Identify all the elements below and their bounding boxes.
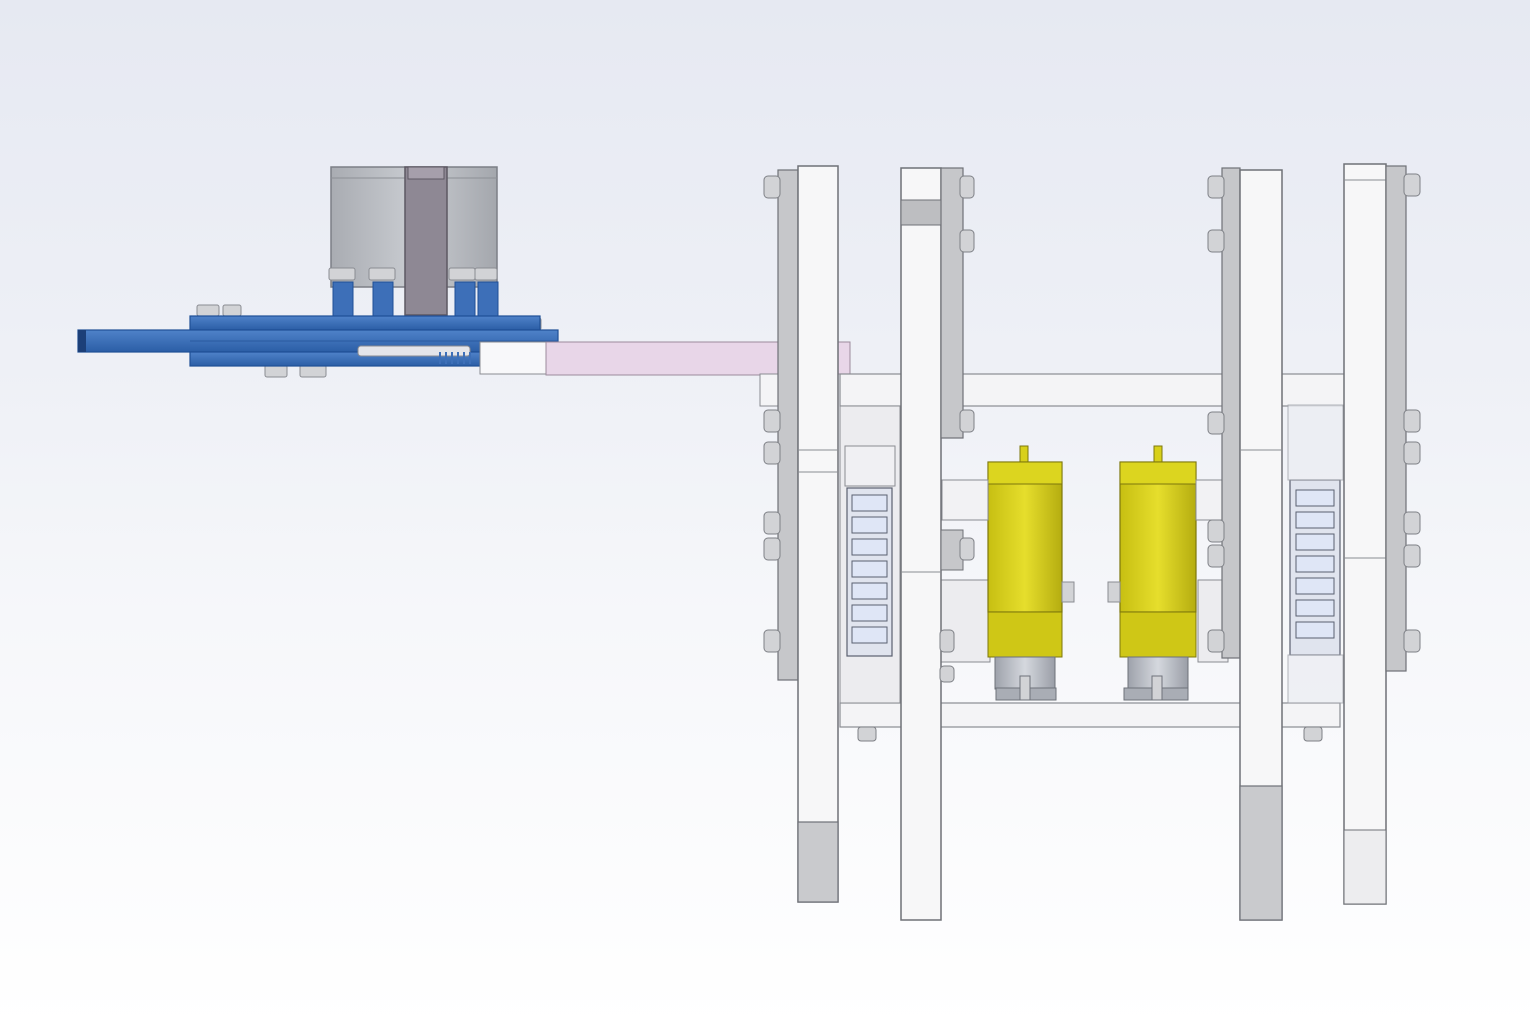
part-face bbox=[1287, 404, 1344, 481]
part-face bbox=[1207, 411, 1225, 435]
part-face bbox=[1207, 175, 1225, 199]
part-face bbox=[851, 494, 888, 512]
servo-arm-assembly[interactable] bbox=[77, 166, 851, 378]
part-face bbox=[1403, 629, 1421, 653]
part-face bbox=[851, 538, 888, 556]
part-face bbox=[1019, 445, 1029, 465]
part-face bbox=[1343, 829, 1387, 905]
part-face bbox=[78, 330, 86, 352]
servo-horn bbox=[357, 345, 471, 357]
part-face bbox=[940, 167, 964, 439]
part-face bbox=[1403, 409, 1421, 433]
frame-bolts bbox=[763, 173, 1421, 742]
part-face bbox=[368, 267, 396, 281]
part-face bbox=[1207, 629, 1225, 653]
link-bar bbox=[545, 341, 787, 376]
part-face bbox=[763, 537, 781, 561]
part-face bbox=[987, 611, 1063, 658]
part-face bbox=[763, 175, 781, 199]
part-face bbox=[1207, 519, 1225, 543]
part-face bbox=[763, 409, 781, 433]
part-face bbox=[1295, 621, 1335, 639]
arm-plate-top bbox=[189, 315, 541, 331]
part-face bbox=[959, 537, 975, 561]
part-face bbox=[196, 304, 220, 317]
part-face bbox=[1295, 599, 1335, 617]
part-face bbox=[763, 441, 781, 465]
part-face bbox=[1385, 165, 1407, 672]
left-motor bbox=[987, 445, 1075, 701]
leg-3 bbox=[1221, 167, 1283, 921]
part-face bbox=[763, 629, 781, 653]
part-face bbox=[1153, 445, 1163, 465]
part-face bbox=[299, 364, 327, 378]
part-face bbox=[1295, 577, 1335, 595]
part-face bbox=[1119, 461, 1197, 613]
part-face bbox=[1207, 229, 1225, 253]
part-face bbox=[987, 461, 1063, 485]
part-face bbox=[1343, 163, 1387, 905]
right-gear bbox=[1287, 404, 1344, 704]
part-face bbox=[941, 479, 989, 521]
part-face bbox=[1403, 511, 1421, 535]
part-face bbox=[844, 445, 896, 487]
part-face bbox=[959, 175, 975, 199]
part-face bbox=[851, 560, 888, 578]
part-face bbox=[837, 341, 851, 375]
part-face bbox=[1303, 726, 1323, 742]
part-face bbox=[1061, 581, 1075, 603]
part-face bbox=[1107, 581, 1121, 603]
servo-shaft bbox=[404, 166, 448, 316]
link-joint-block bbox=[479, 341, 547, 375]
part-face bbox=[328, 267, 356, 281]
part-face bbox=[1239, 785, 1283, 921]
part-face bbox=[851, 604, 888, 622]
part-face bbox=[900, 199, 942, 226]
part-face bbox=[763, 511, 781, 535]
part-face bbox=[1119, 611, 1197, 658]
part-face bbox=[1287, 654, 1344, 704]
walker-frame-assembly[interactable] bbox=[759, 163, 1421, 921]
part-face bbox=[1019, 675, 1031, 701]
part-face bbox=[797, 165, 839, 903]
right-motor bbox=[1107, 445, 1197, 701]
part-face bbox=[448, 267, 476, 281]
part-face bbox=[1221, 167, 1241, 659]
part-face bbox=[851, 582, 888, 600]
part-face bbox=[1119, 461, 1197, 485]
part-face bbox=[1403, 441, 1421, 465]
part-face bbox=[1195, 479, 1225, 521]
part-face bbox=[222, 304, 242, 317]
part-face bbox=[900, 167, 942, 921]
part-face bbox=[1295, 489, 1335, 507]
part-face bbox=[1151, 675, 1163, 701]
part-face bbox=[939, 629, 955, 653]
part-face bbox=[1207, 544, 1225, 568]
part-face bbox=[407, 166, 445, 180]
part-face bbox=[857, 726, 877, 742]
leg-1 bbox=[777, 165, 839, 903]
part-face bbox=[264, 364, 288, 378]
part-face bbox=[987, 461, 1063, 613]
part-face bbox=[1295, 511, 1335, 529]
part-face bbox=[851, 516, 888, 534]
part-face bbox=[797, 821, 839, 903]
part-face bbox=[1403, 544, 1421, 568]
part-face bbox=[959, 229, 975, 253]
leg-4 bbox=[1343, 163, 1407, 905]
part-face bbox=[777, 169, 799, 681]
leg-2 bbox=[900, 167, 964, 921]
part-face bbox=[1295, 533, 1335, 551]
left-gear bbox=[844, 445, 896, 657]
part-face bbox=[851, 626, 888, 644]
part-face bbox=[1295, 555, 1335, 573]
part-face bbox=[474, 267, 498, 281]
part-face bbox=[959, 409, 975, 433]
part-face bbox=[939, 665, 955, 683]
part-face bbox=[1403, 173, 1421, 197]
